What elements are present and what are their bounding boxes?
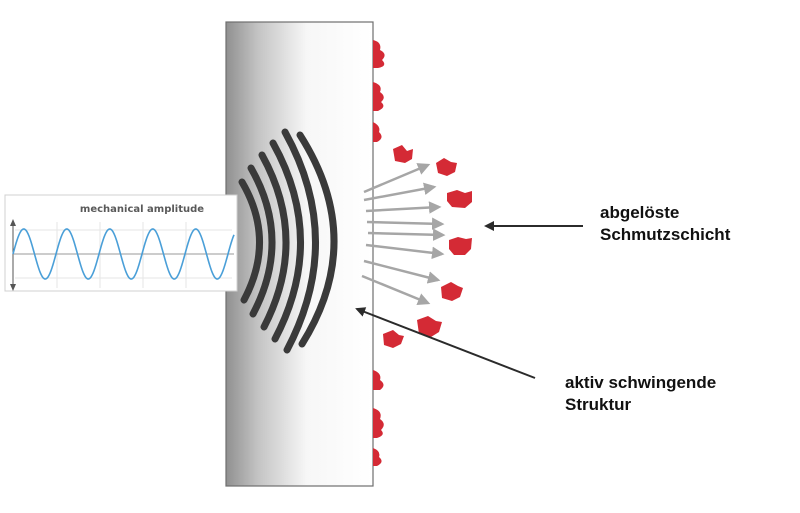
residual-dirt-top xyxy=(373,40,385,142)
ejection-arrow xyxy=(361,274,431,305)
amplitude-y-axis-arrow-top xyxy=(10,219,16,226)
ejection-arrow xyxy=(363,182,437,202)
amplitude-grid xyxy=(15,222,232,288)
ejection-arrow xyxy=(365,201,442,214)
dirt-particle xyxy=(417,316,442,337)
detached-dirt-particles xyxy=(383,145,472,348)
wavefront-arc-3 xyxy=(258,151,290,331)
ejection-arrow xyxy=(366,217,445,230)
ejection-arrows xyxy=(361,163,446,305)
label-vibrating-structure-line2: Struktur xyxy=(565,395,632,414)
dirt-particle xyxy=(447,190,472,208)
wavefront-arc-4 xyxy=(269,139,304,343)
amplitude-inset: mechanical amplitude xyxy=(4,194,238,292)
wavefront-arc-6 xyxy=(296,131,338,348)
dirt-particle xyxy=(436,158,457,176)
callout-arrow-vibrating-structure xyxy=(355,307,536,379)
wavefront-arc-1 xyxy=(238,178,263,304)
vibration-wavefronts xyxy=(238,128,338,354)
dirt-particle xyxy=(393,145,413,163)
ejection-arrow xyxy=(363,259,441,284)
amplitude-sine-wave xyxy=(12,228,235,280)
ejection-arrow xyxy=(367,228,446,241)
ejection-arrow xyxy=(365,243,445,260)
wavefront-arc-5 xyxy=(281,128,319,354)
amplitude-inset-frame xyxy=(4,194,238,292)
label-detached-layer-line2: Schmutzschicht xyxy=(600,225,731,244)
amplitude-y-axis-arrow-bottom xyxy=(10,284,16,291)
label-vibrating-structure-line1: aktiv schwingende xyxy=(565,373,716,392)
dirt-particle xyxy=(383,330,404,348)
residual-dirt-bottom xyxy=(373,370,384,466)
dirt-particle xyxy=(449,237,472,255)
ejection-arrow xyxy=(363,163,431,194)
amplitude-inset-title: mechanical amplitude xyxy=(80,204,204,215)
wavefront-arc-2 xyxy=(247,164,276,318)
label-detached-layer-line1: abgelöste xyxy=(600,203,679,222)
dirt-particle xyxy=(441,282,463,301)
